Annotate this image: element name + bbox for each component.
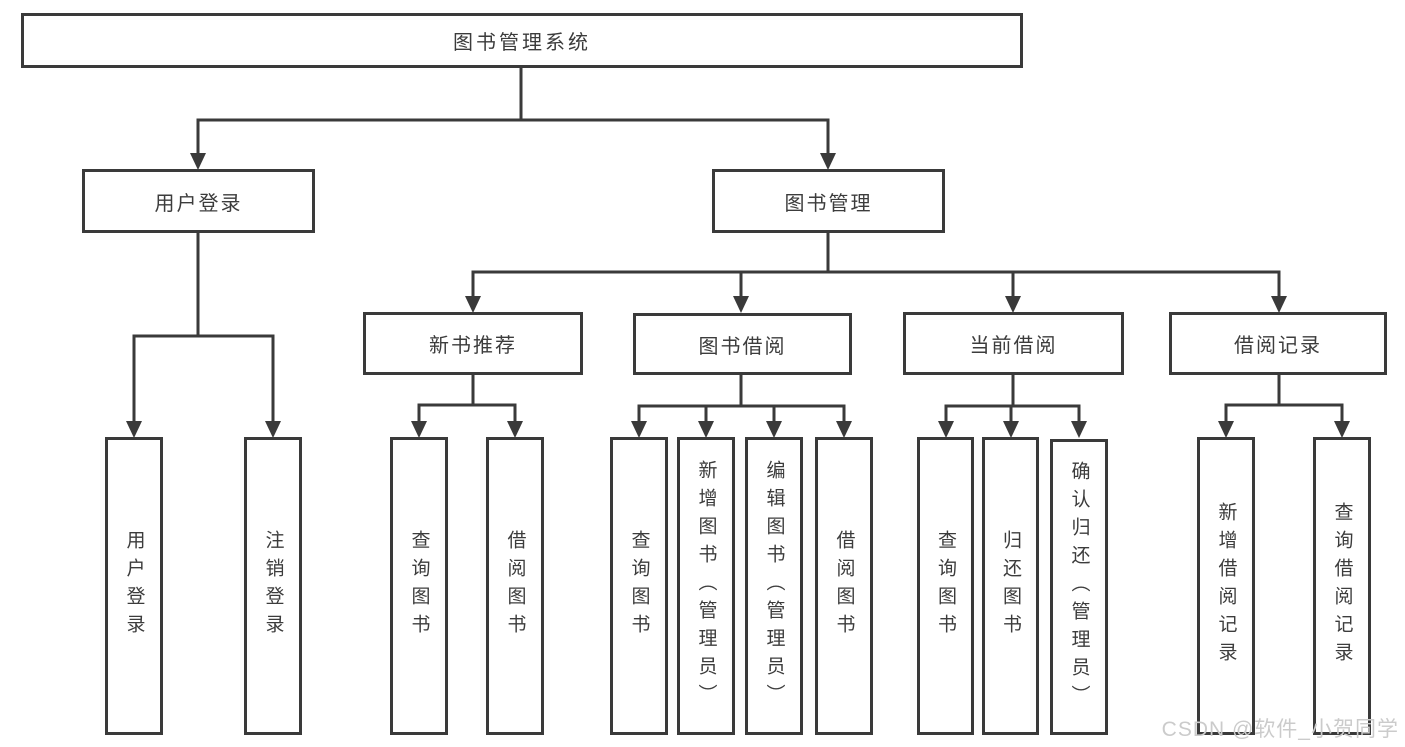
leaf-current-query-books: 查询图书	[917, 437, 974, 735]
leaf-borrow-edit-books-admin: 编辑图书（管理员）	[745, 437, 803, 735]
edge-borrowrecord-to-leaves	[1224, 373, 1344, 426]
edge-userlogin-to-leaves	[132, 231, 275, 426]
edge-currentborrow-to-leaves	[944, 373, 1081, 426]
edge-bookmgmt-to-level3	[471, 231, 1281, 301]
leaf-newbook-borrow-books: 借阅图书	[486, 437, 544, 735]
node-book-borrow: 图书借阅	[633, 313, 852, 375]
edge-bookborrow-to-leaves	[637, 373, 846, 426]
edge-root-to-level2	[196, 66, 830, 158]
leaf-current-confirm-return-admin: 确认归还（管理员）	[1050, 439, 1108, 735]
node-borrow-record: 借阅记录	[1169, 312, 1387, 375]
node-new-book-recommend: 新书推荐	[363, 312, 583, 375]
leaf-borrow-add-books-admin: 新增图书（管理员）	[677, 437, 735, 735]
leaf-newbook-query-books: 查询图书	[390, 437, 448, 735]
node-book-management: 图书管理	[712, 169, 945, 233]
leaf-logout: 注销登录	[244, 437, 302, 735]
leaf-record-add-borrow-record: 新增借阅记录	[1197, 437, 1255, 735]
arrowheads	[126, 153, 1350, 438]
node-root: 图书管理系统	[21, 13, 1023, 68]
leaf-borrow-query-books: 查询图书	[610, 437, 668, 735]
csdn-watermark: CSDN @软件_小贺同学	[1161, 718, 1399, 741]
leaf-record-query-borrow-record: 查询借阅记录	[1313, 437, 1371, 735]
edge-newbook-to-leaves	[417, 373, 517, 426]
leaf-current-return-books: 归还图书	[982, 437, 1039, 735]
leaf-user-login: 用户登录	[105, 437, 163, 735]
leaf-borrow-borrow-books: 借阅图书	[815, 437, 873, 735]
node-current-borrow: 当前借阅	[903, 312, 1124, 375]
node-user-login: 用户登录	[82, 169, 315, 233]
